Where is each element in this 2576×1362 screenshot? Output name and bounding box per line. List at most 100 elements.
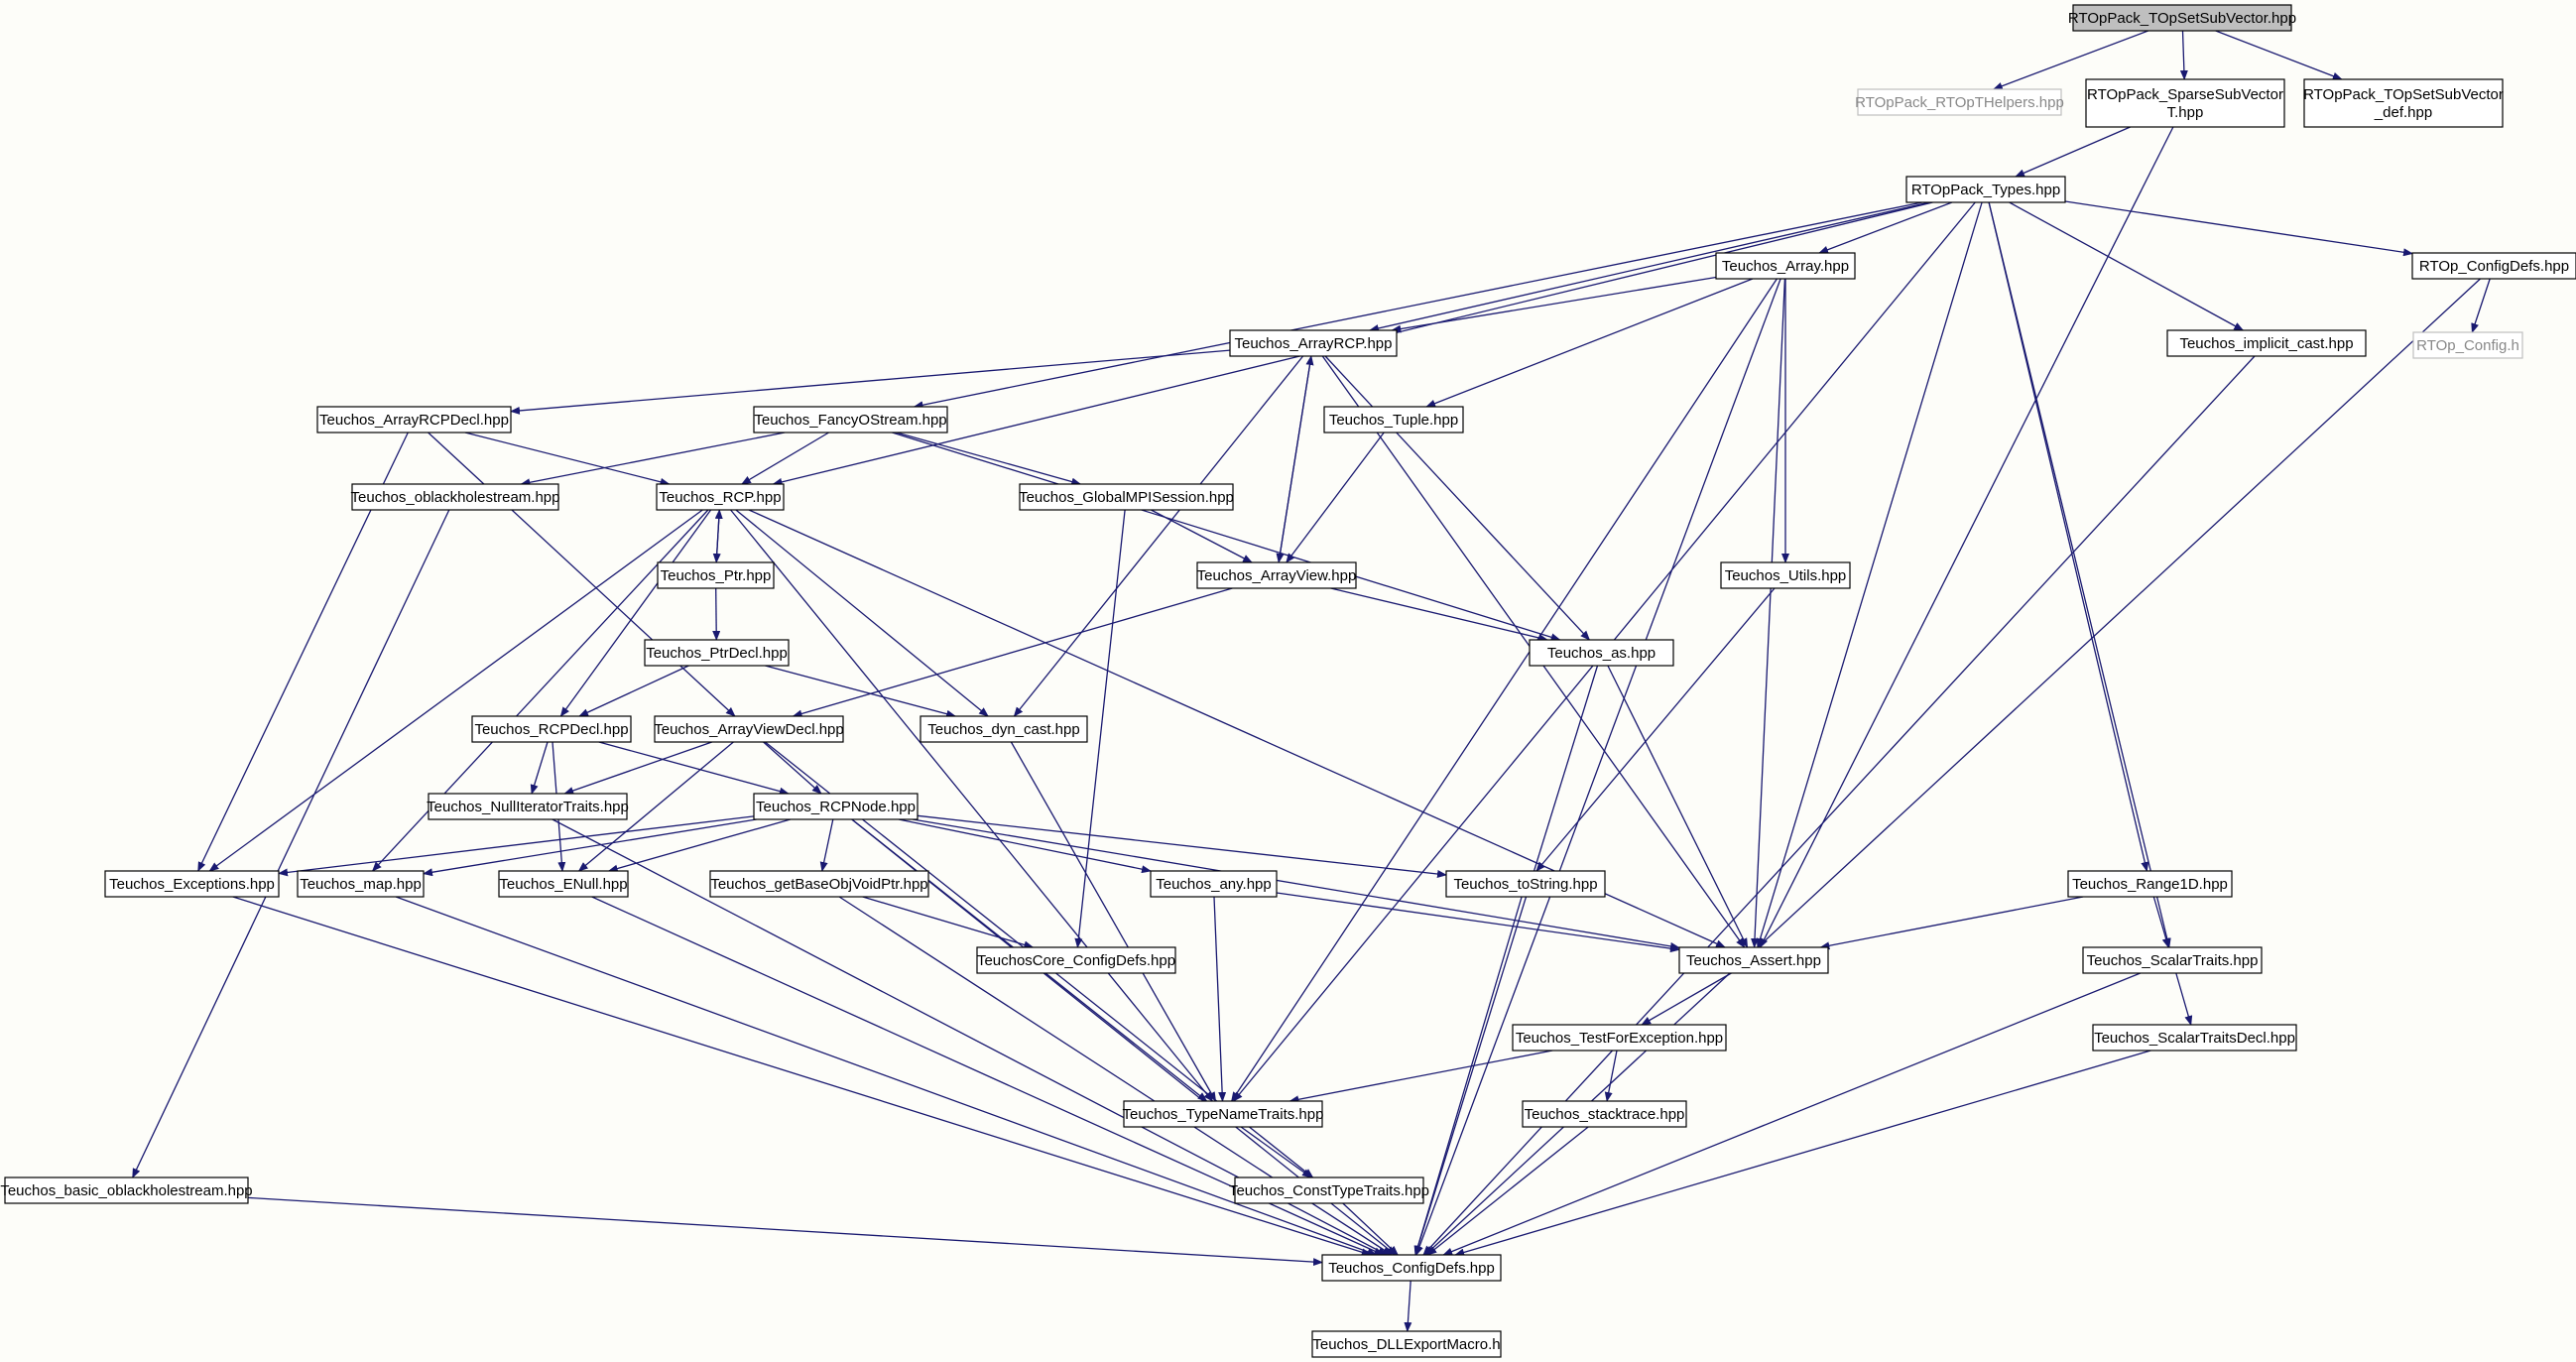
node-rcpdecl[interactable]: Teuchos_RCPDecl.hpp (471, 715, 632, 743)
node-box (656, 483, 785, 511)
node-dyncast[interactable]: Teuchos_dyn_cast.hpp (920, 715, 1088, 743)
node-box (104, 870, 280, 898)
node-box (976, 946, 1176, 974)
node-box (2092, 1024, 2297, 1052)
node-typename[interactable]: Teuchos_TypeNameTraits.hpp (1123, 1100, 1324, 1128)
node-box (4, 1176, 249, 1204)
node-fancy[interactable]: Teuchos_FancyOStream.hpp (753, 406, 948, 433)
node-basicoblack[interactable]: Teuchos_basic_oblackholestream.hpp (0, 1176, 253, 1204)
node-globalmpi[interactable]: Teuchos_GlobalMPISession.hpp (1019, 483, 1234, 511)
node-label: Teuchos_any.hpp (1156, 876, 1271, 893)
node-tuple[interactable]: Teuchos_Tuple.hpp (1323, 406, 1464, 433)
node-array[interactable]: Teuchos_Array.hpp (1715, 252, 1856, 280)
edge-ptrdecl-to-dyncast (765, 665, 957, 718)
node-box (1123, 1100, 1323, 1128)
node-arrayviewdecl[interactable]: Teuchos_ArrayViewDecl.hpp (654, 715, 844, 743)
node-tsetdef[interactable]: RTOpPack_TOpSetSubVector_def.hpp (2303, 78, 2504, 128)
node-getbase[interactable]: Teuchos_getBaseObjVoidPtr.hpp (709, 870, 929, 898)
node-any[interactable]: Teuchos_any.hpp (1150, 870, 1278, 898)
node-scalartraits[interactable]: Teuchos_ScalarTraits.hpp (2082, 946, 2263, 974)
node-label: T.hpp (2167, 104, 2204, 121)
node-label: Teuchos_Assert.hpp (1686, 952, 1821, 969)
node-as[interactable]: Teuchos_as.hpp (1529, 639, 1674, 667)
node-arrayrcp[interactable]: Teuchos_ArrayRCP.hpp (1229, 329, 1398, 357)
node-box (297, 870, 425, 898)
edge-rcp-to-exceptions (208, 509, 703, 872)
node-label: _def.hpp (2374, 104, 2432, 121)
edge-map-to-configdefs (395, 896, 1378, 1256)
node-rcp[interactable]: Teuchos_RCP.hpp (656, 483, 785, 511)
edge-testforexc-to-stacktrace (1604, 1050, 1618, 1102)
node-label: Teuchos_ArrayRCPDecl.hpp (319, 412, 509, 429)
edge-any-to-typename (1213, 896, 1227, 1102)
edge-arrayviewdecl-to-enull (577, 741, 734, 872)
node-box (1905, 176, 2066, 203)
node-box (2067, 870, 2233, 898)
node-scalartraitsdecl[interactable]: Teuchos_ScalarTraitsDecl.hpp (2092, 1024, 2297, 1052)
node-enull[interactable]: Teuchos_ENull.hpp (498, 870, 629, 898)
node-label: Teuchos_PtrDecl.hpp (646, 645, 788, 662)
node-label: RTOpPack_SparseSubVector (2087, 86, 2283, 103)
node-box (1715, 252, 1856, 280)
edge-fancy-to-as (892, 432, 1561, 642)
node-exceptions[interactable]: Teuchos_Exceptions.hpp (104, 870, 280, 898)
node-box (1445, 870, 1606, 898)
node-box (1311, 1330, 1502, 1358)
node-dllexport[interactable]: Teuchos_DLLExportMacro.h (1311, 1330, 1502, 1358)
edge-stacktrace-to-configdefs (1426, 1126, 1589, 1256)
node-label: RTOp_ConfigDefs.hpp (2419, 258, 2569, 275)
node-nulliter[interactable]: Teuchos_NullIteratorTraits.hpp (427, 793, 629, 820)
node-rtophelpers[interactable]: RTOpPack_RTOpTHelpers.hpp (1855, 88, 2064, 116)
node-label: RTOpPack_Types.hpp (1911, 182, 2060, 198)
edge-root-to-sparse (2179, 30, 2188, 80)
node-ptr[interactable]: Teuchos_Ptr.hpp (657, 561, 775, 589)
node-utils[interactable]: Teuchos_Utils.hpp (1720, 561, 1851, 589)
node-box (1321, 1254, 1502, 1282)
edge-typename-to-consttype (1240, 1126, 1312, 1178)
node-implicitcast[interactable]: Teuchos_implicit_cast.hpp (2166, 329, 2367, 357)
node-arrayview[interactable]: Teuchos_ArrayView.hpp (1196, 561, 1357, 589)
edge-scalartraits-to-scalartraitsdecl (2175, 972, 2193, 1026)
edge-sparse-to-assert (1759, 126, 2174, 948)
node-box (1522, 1100, 1687, 1128)
node-label: RTOp_Config.h (2416, 337, 2519, 354)
edge-ptr-to-rcp (714, 509, 723, 563)
node-tostring[interactable]: Teuchos_toString.hpp (1445, 870, 1606, 898)
node-types[interactable]: RTOpPack_Types.hpp (1905, 176, 2066, 203)
node-rtopcfgdefs[interactable]: RTOp_ConfigDefs.hpp (2411, 252, 2576, 280)
edge-exceptions-to-configdefs (232, 896, 1372, 1257)
edge-globalmpi-to-corecfg (1074, 509, 1126, 948)
node-arrayrcpdecl[interactable]: Teuchos_ArrayRCPDecl.hpp (316, 406, 512, 433)
node-range1d[interactable]: Teuchos_Range1D.hpp (2067, 870, 2233, 898)
node-box (753, 793, 919, 820)
node-corecfg[interactable]: TeuchosCore_ConfigDefs.hpp (976, 946, 1176, 974)
edge-arrayviewdecl-to-rcpnode (763, 741, 822, 795)
node-label: Teuchos_ConfigDefs.hpp (1328, 1260, 1495, 1277)
node-label: Teuchos_RCPNode.hpp (756, 799, 916, 815)
node-map[interactable]: Teuchos_map.hpp (297, 870, 425, 898)
node-rtopcfgh[interactable]: RTOp_Config.h (2412, 331, 2523, 359)
node-rcpnode[interactable]: Teuchos_RCPNode.hpp (753, 793, 919, 820)
edge-assert-to-testforexc (1641, 972, 1732, 1026)
node-stacktrace[interactable]: Teuchos_stacktrace.hpp (1522, 1100, 1687, 1128)
node-assert[interactable]: Teuchos_Assert.hpp (1678, 946, 1829, 974)
edge-range1d-to-assert (1819, 896, 2084, 950)
edge-array-to-assert (1751, 278, 1786, 948)
node-box (2303, 78, 2504, 128)
node-consttype[interactable]: Teuchos_ConstTypeTraits.hpp (1229, 1176, 1429, 1204)
node-root[interactable]: RTOpPack_TOpSetSubVector.hpp (2068, 4, 2296, 32)
edge-arrayview-to-arrayrcp (1278, 355, 1314, 563)
node-testforexc[interactable]: Teuchos_TestForException.hpp (1512, 1024, 1727, 1052)
edge-testforexc-to-typename (1288, 1050, 1553, 1104)
node-label: Teuchos_FancyOStream.hpp (754, 412, 946, 429)
edge-utils-to-tostring (1535, 587, 1776, 872)
node-configdefs[interactable]: Teuchos_ConfigDefs.hpp (1321, 1254, 1502, 1282)
edge-arrayrcp-to-as (1324, 355, 1591, 641)
node-oblack[interactable]: Teuchos_oblackholestream.hpp (351, 483, 560, 511)
node-box (1229, 329, 1398, 357)
node-ptrdecl[interactable]: Teuchos_PtrDecl.hpp (644, 639, 790, 667)
edge-configdefs-to-dllexport (1404, 1280, 1412, 1332)
edge-rcp-to-rcpdecl (559, 509, 712, 717)
